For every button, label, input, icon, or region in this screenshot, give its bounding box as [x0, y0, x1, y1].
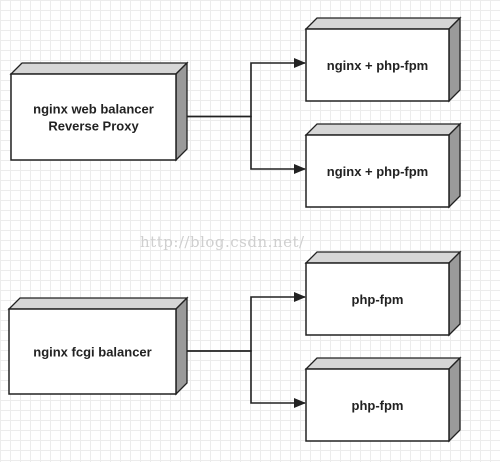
connector-arrow — [187, 115, 306, 174]
node-label: php-fpm — [352, 398, 404, 413]
node-front-face — [10, 73, 177, 161]
node-top-face — [304, 17, 462, 30]
node-side-face — [448, 250, 461, 337]
node-front-face — [305, 262, 450, 336]
node-front-face — [305, 368, 450, 442]
node-label: php-fpm — [352, 292, 404, 307]
node-label: nginx + php-fpm — [327, 58, 428, 73]
node-top-face — [304, 123, 462, 136]
node-front-face — [305, 28, 450, 102]
node-top-face — [9, 62, 189, 75]
node-label: nginx web balancer — [33, 102, 154, 117]
node-label: nginx + php-fpm — [327, 164, 428, 179]
connector-arrow — [187, 350, 306, 408]
node-side-face — [175, 61, 188, 162]
node-fpm-2: php-fpm — [304, 356, 462, 443]
node-top-face — [7, 297, 189, 310]
node-backend-1: nginx + php-fpm — [304, 16, 462, 103]
node-front-face — [8, 308, 177, 395]
node-top-face — [304, 357, 462, 370]
node-fpm-1: php-fpm — [304, 250, 462, 337]
node-label: nginx fcgi balancer — [33, 345, 151, 360]
connector-layer — [187, 58, 306, 408]
node-backend-2: nginx + php-fpm — [304, 122, 462, 209]
watermark-text: http://blog.csdn.net/ — [140, 233, 305, 251]
node-side-face — [175, 296, 188, 396]
node-front-face — [305, 134, 450, 208]
connector-arrow — [187, 58, 306, 118]
node-side-face — [448, 122, 461, 209]
node-label: Reverse Proxy — [48, 119, 139, 134]
node-balancer-fcgi: nginx fcgi balancer — [7, 296, 189, 396]
node-side-face — [448, 356, 461, 443]
node-side-face — [448, 16, 461, 103]
connector-arrow — [187, 292, 306, 352]
node-top-face — [304, 251, 462, 264]
